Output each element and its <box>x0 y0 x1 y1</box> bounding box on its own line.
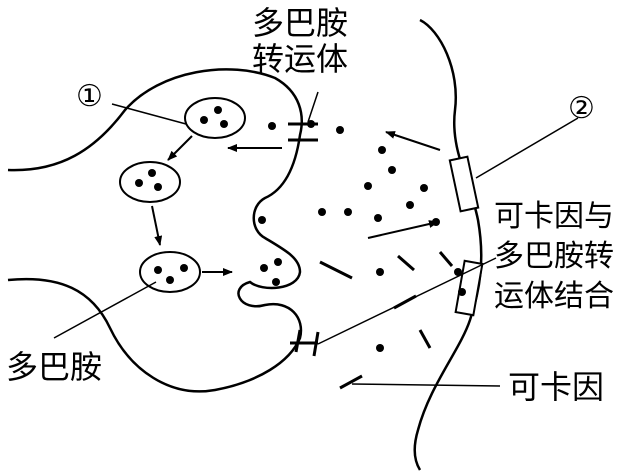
transporter-label-line1: 多巴胺 <box>252 4 348 42</box>
arrow-v2-to-v3 <box>151 205 163 246</box>
transporter-leader <box>307 91 319 123</box>
cocaine-leader <box>351 383 501 387</box>
arrow-v1-to-v2 <box>167 135 193 161</box>
blocked-transporter <box>290 329 320 357</box>
binding-label-line2: 多巴胺转 <box>494 239 614 274</box>
presynaptic-membrane <box>7 68 303 393</box>
marker-1-leader <box>111 103 187 125</box>
cocaine-label: 可卡因 <box>508 368 604 406</box>
binding-label-line1: 可卡因与 <box>494 199 614 234</box>
cocaine-molecules <box>319 251 454 390</box>
marker-1: ① <box>76 79 103 114</box>
postsynaptic-membrane <box>413 18 483 471</box>
fused-vesicle-dots <box>258 216 282 286</box>
vesicle-1 <box>184 97 246 139</box>
receptor-lower <box>454 259 484 317</box>
vesicle-2 <box>119 161 181 203</box>
dopamine-leader <box>53 281 157 339</box>
receptor-upper <box>448 155 480 213</box>
dopamine-transporter <box>288 120 318 142</box>
cleft-dopamine-dots <box>268 122 440 352</box>
marker-2: ② <box>568 91 595 126</box>
vesicle-3 <box>139 251 201 293</box>
dopamine-label: 多巴胺 <box>6 348 102 386</box>
arrow-cleft-right <box>367 220 439 239</box>
marker-2-leader <box>475 117 579 179</box>
binding-label-line3: 运体结合 <box>494 279 614 314</box>
binding-leader <box>317 257 497 345</box>
arrow-cleft-left <box>385 131 441 151</box>
transporter-label-line2: 转运体 <box>252 40 348 78</box>
